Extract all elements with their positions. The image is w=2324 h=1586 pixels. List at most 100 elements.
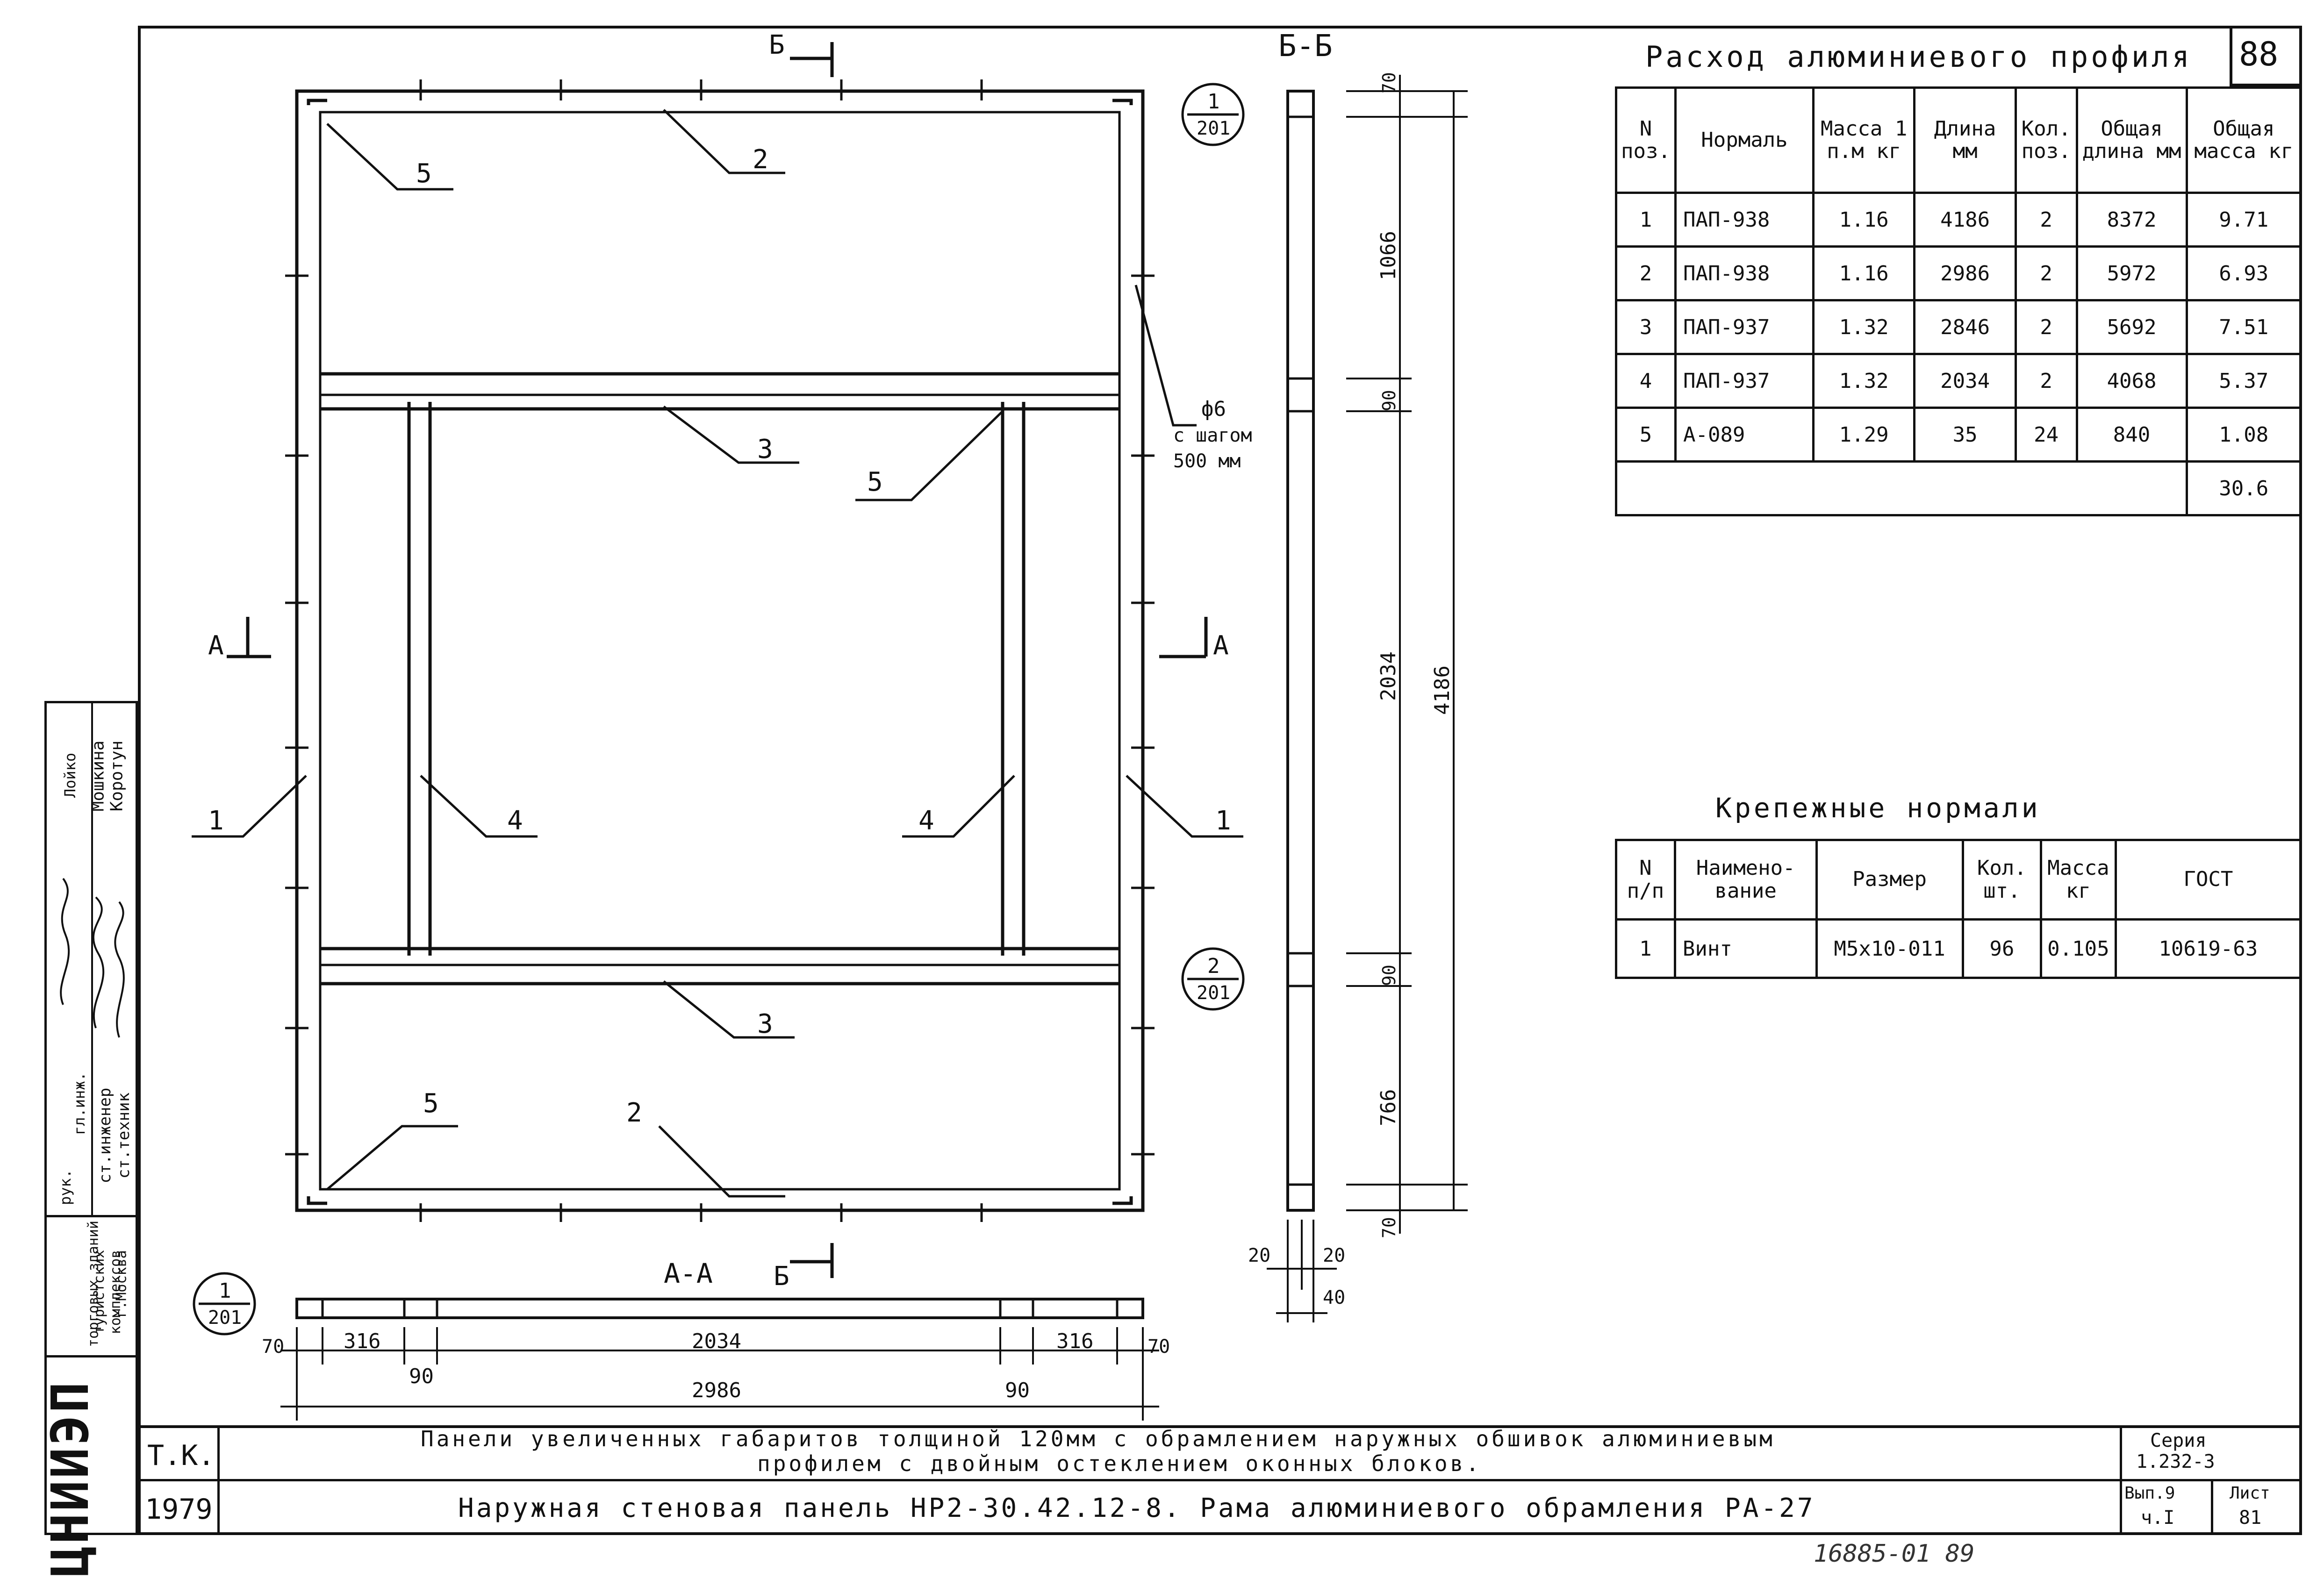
callout-3-bottom: 3 [757, 1009, 773, 1039]
dim-bb-20-left: 20 [1248, 1245, 1270, 1266]
callout-4-right: 4 [918, 806, 934, 836]
table-row: 2 ПАП-938 1.16 2986 2 5972 6.93 [1615, 245, 2302, 301]
issue-value: ч.I [2141, 1507, 2175, 1529]
side-stamp-divider-v [91, 701, 93, 1215]
ref-1-bottom-num: 1 [219, 1279, 231, 1303]
profile-cell: ПАП-937 [1674, 299, 1815, 355]
fastener-table-title: Крепежные нормали [1715, 792, 2041, 824]
table-row: 1 ПАП-938 1.16 4186 2 8372 9.71 [1615, 192, 2302, 248]
profile-cell: 35 [1913, 407, 2017, 463]
signatures [60, 878, 125, 1038]
profile-cell: ПАП-938 [1674, 192, 1815, 248]
rivet-note-2: с шагом [1173, 425, 1252, 446]
dim-aa-2986: 2986 [692, 1379, 741, 1402]
fastener-table: N п/п Наимено-вание Размер Кол. шт. Масс… [1615, 839, 2302, 979]
profile-cell: 5972 [2075, 245, 2188, 301]
dim-aa-316-right: 316 [1056, 1329, 1093, 1353]
fastener-cell: 96 [1961, 918, 2043, 979]
dim-aa-70-right: 70 [1148, 1336, 1170, 1357]
side-stamp-divider-2 [44, 1355, 138, 1357]
table-row-total: 30.6 [1615, 460, 2302, 516]
profile-cell: 6.93 [2185, 245, 2302, 301]
dim-bb-70-top: 70 [1379, 72, 1399, 93]
table-row: 3 ПАП-937 1.32 2846 2 5692 7.51 [1615, 299, 2302, 355]
profile-header-pos: N поз. [1615, 86, 1677, 194]
profile-cell: 2 [1615, 245, 1677, 301]
callout-5-top: 5 [416, 158, 432, 189]
profile-cell: 2 [2014, 353, 2078, 409]
title-block-divider-v2 [2120, 1425, 2122, 1535]
section-aa-marker-right: А [1213, 630, 1229, 661]
issue-label: Вып.9 [2124, 1484, 2175, 1503]
side-stamp-divider-1 [44, 1215, 138, 1217]
profile-cell: 5.37 [2185, 353, 2302, 409]
fastener-header-name: Наимено-вание [1673, 839, 1818, 921]
section-aa [295, 1298, 1144, 1319]
section-bb-dims [1267, 75, 1468, 1322]
table-row: 4 ПАП-937 1.32 2034 2 4068 5.37 [1615, 353, 2302, 409]
fastener-header-gost: ГОСТ [2114, 839, 2302, 921]
profile-cell: 2 [2014, 192, 2078, 248]
profile-cell: 8372 [2075, 192, 2188, 248]
org-name-3: г.Москва [113, 1250, 130, 1318]
series-value: 1.232-3 [2136, 1451, 2215, 1472]
dim-bb-1066: 1066 [1377, 231, 1400, 280]
fastener-header-mass: Масса кг [2040, 839, 2117, 921]
profile-cell: А-089 [1674, 407, 1815, 463]
ref-circles [193, 83, 1245, 1336]
org-code: Т.К. [147, 1439, 215, 1472]
table-row: 5 А-089 1.29 35 24 840 1.08 [1615, 407, 2302, 463]
section-aa-title: А-А [664, 1257, 713, 1289]
profile-cell: 1.16 [1812, 192, 1916, 248]
profile-cell: 2034 [1913, 353, 2017, 409]
profile-cell: 1.32 [1812, 299, 1916, 355]
section-markers [227, 42, 1208, 1278]
leader-lines [192, 109, 1243, 1198]
profile-total-spacer [1615, 460, 2188, 516]
profile-cell: 2846 [1913, 299, 2017, 355]
callout-2-bottom: 2 [626, 1098, 642, 1128]
fastener-header-size: Размер [1815, 839, 1964, 921]
profile-cell: 1.32 [1812, 353, 1916, 409]
section-aa-marker-left: А [208, 630, 224, 661]
callout-1-left: 1 [208, 806, 224, 836]
year: 1979 [145, 1493, 213, 1526]
dim-bb-70-bot: 70 [1379, 1217, 1399, 1238]
profile-cell: 4186 [1913, 192, 2017, 248]
ref-1-top-num: 1 [1207, 90, 1220, 114]
frame-outer [295, 89, 1145, 1212]
dim-aa-90-right: 90 [1005, 1379, 1030, 1402]
dim-bb-40: 40 [1323, 1287, 1345, 1308]
fastener-header-qty: Кол. шт. [1961, 839, 2043, 921]
sheet-value: 81 [2239, 1507, 2262, 1529]
profile-cell: 2 [2014, 299, 2078, 355]
section-bb [1286, 90, 1315, 1212]
dim-bb-2034: 2034 [1377, 651, 1400, 701]
section-bb-marker-bottom: Б [774, 1261, 789, 1292]
ref-2-sheet: 201 [1197, 982, 1230, 1004]
section-bb-marker-top: Б [769, 30, 785, 60]
profile-cell: ПАП-938 [1674, 245, 1815, 301]
callout-5-mid: 5 [867, 467, 883, 497]
dim-aa-90-left: 90 [409, 1365, 434, 1388]
sheet-frame [138, 26, 2302, 1535]
profile-header-qty: Кол. поз. [2014, 86, 2078, 194]
profile-cell: 5 [1615, 407, 1677, 463]
sheet-label: Лист [2230, 1484, 2270, 1503]
profile-cell: 7.51 [2185, 299, 2302, 355]
dim-bb-20-right: 20 [1323, 1245, 1345, 1266]
fastener-cell: 10619-63 [2114, 918, 2302, 979]
profile-cell: 2986 [1913, 245, 2017, 301]
profile-cell: 9.71 [2185, 192, 2302, 248]
callout-2-top: 2 [753, 144, 768, 175]
fastener-cell: 0.105 [2040, 918, 2117, 979]
profile-header-total-mass: Общая масса кг [2185, 86, 2302, 194]
title-line-2: профилем с двойным остеклением оконных б… [757, 1451, 1482, 1476]
ref-2-num: 2 [1207, 954, 1220, 978]
fastener-cell: М5х10-011 [1815, 918, 1964, 979]
table-row: 1 Винт М5х10-011 96 0.105 10619-63 [1615, 918, 2302, 979]
profile-cell: 1.16 [1812, 245, 1916, 301]
profile-cell: ПАП-937 [1674, 353, 1815, 409]
series-label: Серия [2150, 1430, 2207, 1451]
